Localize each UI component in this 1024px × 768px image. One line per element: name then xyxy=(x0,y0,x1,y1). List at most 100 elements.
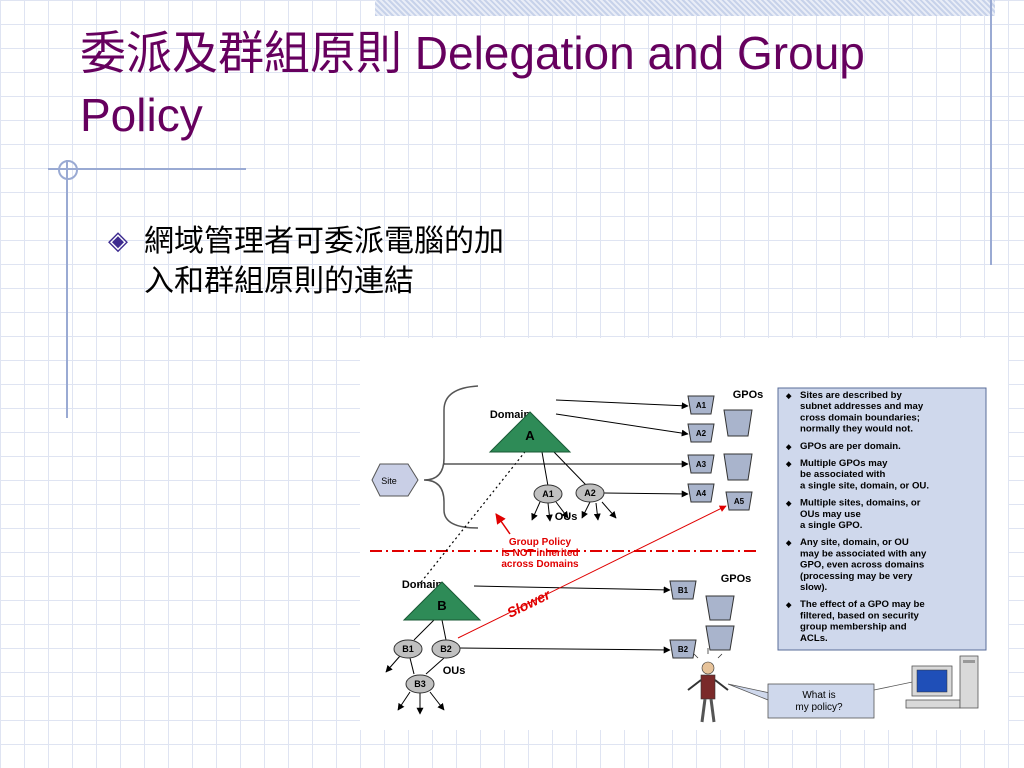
domain-b-letter: B xyxy=(437,598,446,613)
gpo-unlabeled-3 xyxy=(705,595,735,621)
person-icon xyxy=(687,648,729,723)
link-ou-a2-gpo-a4 xyxy=(603,490,689,498)
note-line: (processing may be very xyxy=(800,571,913,582)
gpo-a3: A3 xyxy=(687,454,715,474)
diamond-bullet-icon: ◈ xyxy=(108,226,128,256)
gpo-b1: B1 xyxy=(669,580,697,600)
gpo-unlabeled-1 xyxy=(723,409,753,437)
link-domain-b-ou-b1 xyxy=(413,619,435,641)
svg-text:B1: B1 xyxy=(678,586,689,595)
note-line: filtered, based on security xyxy=(800,610,920,621)
top-decorative-band xyxy=(375,0,995,16)
notes-panel xyxy=(777,387,987,651)
slower-label: Slower xyxy=(504,586,554,621)
title-underline-decoration xyxy=(48,168,246,170)
domain-a-label: Domain xyxy=(490,409,531,421)
ou-a2: A2 xyxy=(575,483,605,503)
link-domain-b-gpo-b1 xyxy=(473,585,671,594)
svg-text:A3: A3 xyxy=(696,460,707,469)
svg-text:A2: A2 xyxy=(584,488,596,498)
svg-text:B3: B3 xyxy=(414,679,426,689)
link-domain-a-gpo-a1 xyxy=(555,399,689,410)
ou-a1: A1 xyxy=(533,484,563,504)
svg-text:is NOT inherited: is NOT inherited xyxy=(501,548,578,559)
gpo-b2: B2 xyxy=(669,639,697,659)
ou-b2: B2 xyxy=(431,639,461,659)
svg-text:across Domains: across Domains xyxy=(501,559,579,570)
not-inherited-annotation: Group Policy is NOT inherited across Dom… xyxy=(501,537,579,570)
gpo-a4: A4 xyxy=(687,483,715,503)
link-domain-a-ou-a2 xyxy=(553,451,587,486)
svg-text:A5: A5 xyxy=(734,497,745,506)
speech-bubble: What is my policy? xyxy=(727,683,875,719)
note-line: slow). xyxy=(800,582,827,593)
left-decorative-line xyxy=(66,160,68,418)
note-line: a single site, domain, or OU. xyxy=(800,480,929,491)
note-bullet-icon: ◆ xyxy=(785,461,792,468)
note-line: subnet addresses and may xyxy=(800,401,924,412)
note-line: GPO, even across domains xyxy=(800,560,924,571)
link-domain-b-ou-b2 xyxy=(441,619,447,641)
gpo-unlabeled-2 xyxy=(723,453,753,481)
note-line: may be associated with any xyxy=(800,548,927,559)
diagram-canvas: Site Domain A A1 A2 OUs Domain B B1 B2 B… xyxy=(370,385,987,723)
svg-text:A4: A4 xyxy=(696,489,707,498)
note-line: Multiple sites, domains, or xyxy=(800,498,921,509)
gpo-unlabeled-4 xyxy=(705,625,735,651)
gpo-a5: A5 xyxy=(725,491,753,511)
note-line: Sites are described by xyxy=(800,390,903,401)
computer-icon xyxy=(873,655,979,709)
gpo-a1: A1 xyxy=(687,395,715,415)
link-domain-a-gpo-a2 xyxy=(555,413,689,437)
svg-text:Site: Site xyxy=(381,476,397,486)
link-ou-b1-ou-b3 xyxy=(409,657,415,675)
child-arrows xyxy=(385,501,617,715)
ous-label-b: OUs xyxy=(443,665,466,677)
gpos-label-a: GPOs xyxy=(733,389,764,401)
domain-a: Domain A xyxy=(488,409,572,453)
note-line: a single GPO. xyxy=(800,520,862,531)
svg-text:A1: A1 xyxy=(542,489,554,499)
gpo-a2: A2 xyxy=(687,423,715,443)
note-bullet-icon: ◆ xyxy=(785,540,792,547)
domain-a-letter: A xyxy=(525,428,535,443)
note-line: The effect of a GPO may be xyxy=(800,599,925,610)
note-bullet-icon: ◆ xyxy=(785,602,792,609)
link-ou-b2-gpo-b2 xyxy=(457,646,671,654)
note-line: ACLs. xyxy=(800,633,828,644)
note-bullet-icon: ◆ xyxy=(785,393,792,400)
slower-link-arrow xyxy=(457,505,727,639)
link-ou-b2-ou-b3 xyxy=(425,657,445,675)
note-line: OUs may use xyxy=(800,509,861,520)
svg-text:B2: B2 xyxy=(678,645,689,654)
gpos-label-b: GPOs xyxy=(721,573,752,585)
note-line: Multiple GPOs may xyxy=(800,458,888,469)
site-brace xyxy=(423,385,479,529)
group-policy-diagram: Site Domain A A1 A2 OUs Domain B B1 B2 B… xyxy=(360,338,1008,730)
note-line: GPOs are per domain. xyxy=(800,441,901,452)
note-bullet-icon: ◆ xyxy=(785,501,792,508)
not-inherited-pointer xyxy=(495,513,511,535)
ous-label-a: OUs xyxy=(555,511,578,523)
ou-b1: B1 xyxy=(393,639,423,659)
slide-title-english: Delegation and Group Policy xyxy=(80,27,865,141)
note-line: group membership and xyxy=(800,622,907,633)
note-line: cross domain boundaries; xyxy=(800,412,920,423)
svg-text:my policy?: my policy? xyxy=(795,702,843,713)
site-node: Site xyxy=(371,463,419,497)
svg-text:What is: What is xyxy=(802,690,835,701)
svg-text:Group Policy: Group Policy xyxy=(509,537,572,548)
svg-text:B2: B2 xyxy=(440,644,452,654)
ou-b3: B3 xyxy=(405,674,435,694)
right-decorative-line xyxy=(990,0,992,265)
slide-title-chinese: 委派及群組原則 xyxy=(80,26,402,80)
slide-title: 委派及群組原則 Delegation and Group Policy xyxy=(80,22,960,146)
note-bullet-icon: ◆ xyxy=(785,444,792,451)
note-line: Any site, domain, or OU xyxy=(800,537,909,548)
svg-text:B1: B1 xyxy=(402,644,414,654)
note-line: be associated with xyxy=(800,469,885,480)
connector-lines xyxy=(409,399,689,675)
note-line: normally they would not. xyxy=(800,424,913,435)
domain-b: Domain B xyxy=(402,579,482,621)
